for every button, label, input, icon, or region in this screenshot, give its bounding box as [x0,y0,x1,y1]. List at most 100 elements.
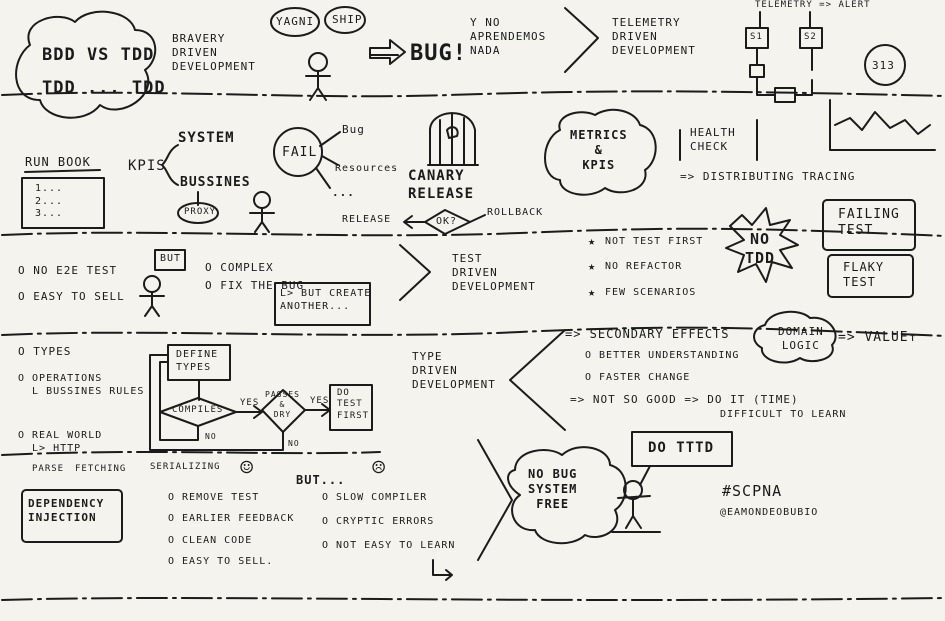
fail-branches [315,131,341,189]
fetching-label: FETCHING [75,464,127,474]
fix-the-bug: o FIX THE BUG [205,279,305,292]
number-circle [864,44,906,86]
tdd-title: TEST DRIVEN DEVELOPMENT [452,252,536,293]
not-so-good: => NOT SO GOOD => DO IT (TIME) [570,393,799,406]
kpis-label: KPIs [128,158,166,174]
do-tttd-bubble [631,431,733,467]
value-arrow: => VALUE↑ [838,330,918,345]
happy-face-icon: ☺ [240,456,255,481]
difficult-to-learn: DIFFICULT TO LEARN [720,409,847,420]
health-chart [829,99,936,151]
no-label-2: NO [288,439,300,448]
author-handle: @EAMONDEOBUBIO [720,507,819,518]
dependency-injection: DEPENDENCY INJECTION [28,497,105,524]
not-easy-to-learn: o NOT EASY TO LEARN [322,540,456,551]
ok-label: OK? [436,216,458,227]
telemetry-flow [749,11,813,103]
fail-label: FAIL [282,145,318,160]
chevron-telemetry [564,7,599,73]
star-icon-1: ★ [588,234,597,248]
number-313: 313 [872,59,895,72]
chevron-tdd [399,244,431,301]
dependency-box [21,489,123,543]
figure-body-3 [139,291,165,317]
canary-cage [427,112,479,166]
faster-change: o FASTER CHANGE [585,372,691,383]
canary-release: CANARY RELEASE [408,168,475,202]
no-e2e-test: o NO E2E TEST [18,264,118,277]
ship-bubble [324,6,366,34]
system-label: SYSTEM [178,130,235,146]
domain-cloud [753,310,837,364]
no-bug-system-free: NO BUG SYSTEM FREE [528,467,578,511]
star-icon-2: ★ [588,259,597,273]
do-test-first: DO TEST FIRST [337,388,370,421]
proxy-oval [177,202,219,224]
no-tdd: NO TDD [745,230,776,267]
runbook-title: RUN BOOK [25,155,91,169]
divider-2 [1,227,945,237]
better-understanding: o BETTER UNDERSTANDING [585,350,740,361]
but-box [154,249,186,271]
runbook-box [21,177,105,229]
rollback-arrow [469,214,486,223]
cloud-bdd-tdd [15,10,157,119]
cryptic-errors: o CRYPTIC ERRORS [322,516,435,527]
define-types: DEFINE TYPES [176,349,219,373]
figure-head-1 [308,52,328,72]
parse-label: PARSE [32,464,65,474]
canary-bird [446,126,459,139]
yes-label-1: YES [240,398,260,408]
cloud-bdd-vs-tdd: BDD vs TDD [42,45,155,65]
easy-to-sell-1: o EASY TO SELL [18,290,125,303]
complex-label: o COMPLEX [205,261,274,274]
distributing-tracing: => DISTRIBUTING TRACING [680,170,856,183]
but-create-box [274,282,371,326]
proxy-label: PROXY [184,207,217,217]
telemetry-alert: TELEMETRY => ALERT [755,0,871,10]
kpis-brace [161,144,179,186]
rollback-label: ROLLBACK [487,207,544,218]
few-scenarios: FEW SCENARIOS [605,287,697,298]
nobug-cloud [507,446,627,545]
operations-item: o OPERATIONS L BUSSINES RULES [18,373,145,397]
aprendemos-label: Y NO APRENDEMOS NADA [470,16,547,57]
figure-body-2 [249,207,275,233]
divider-3 [1,326,945,337]
secondary-effects: => SECONDARY EFFECTS [565,327,730,341]
no-refactor: NO REFACTOR [605,261,683,272]
earlier-feedback: o EARLIER FEEDBACK [168,513,295,524]
failing-test-box [822,199,916,251]
bussines-label: BUSSINES [180,175,251,190]
arrow-bug [369,39,406,65]
do-tttd: DO TTTD [648,440,715,456]
metrics-kpis: METRICS & KPIs [570,128,628,172]
do-tttd-tail [639,465,651,486]
s2-label: S2 [804,32,817,42]
but-create-another: L> BUT CREATE ANOTHER... [280,288,372,312]
fail-ellipsis: ... [332,186,355,199]
but-ellipsis: BUT... [296,473,346,487]
bug-label: BUG! [410,41,467,66]
no-tdd-splash [725,207,799,283]
figure-head-2 [253,191,271,209]
domain-logic: DOMAIN LOGIC [778,325,824,352]
bravery-driven: BRAVERY DRIVEN DEVELOPMENT [172,32,256,73]
not-test-first: NOT TEST FIRST [605,236,704,247]
divider-1 [1,90,945,98]
real-world: o REAL WORLD L> HTTP [18,430,103,454]
hashtag: #SCPNA [722,482,783,500]
figure-head-3 [143,275,161,293]
bug-branch: Bug [342,123,365,136]
fail-circle [273,127,323,177]
flaky-test-box [827,254,914,298]
release-label: RELEASE [342,214,392,225]
star-icon-3: ★ [588,285,597,299]
passes-dry: PASSES & DRY [265,390,300,419]
no-label-1: NO [205,432,217,441]
compiles-yes-arrow [235,405,263,419]
clean-code: o CLEAN CODE [168,535,253,546]
runbook-items: 1... 2... 3... [35,183,64,219]
metrics-cloud [544,108,657,196]
